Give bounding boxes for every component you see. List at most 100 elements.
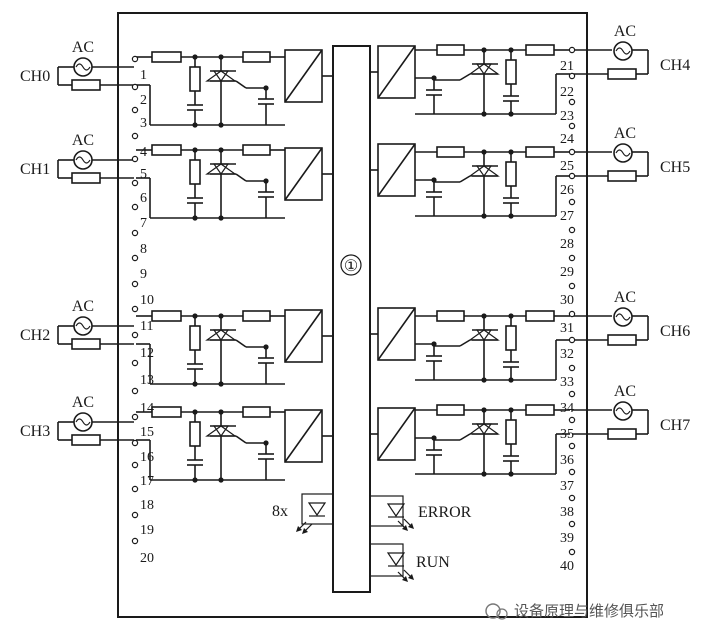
triac-icon (475, 63, 493, 76)
terminal-pin (131, 511, 139, 519)
left-channel-3: AC CH3 (20, 394, 333, 483)
terminal-number: 2 (140, 93, 147, 108)
ac-label: AC (614, 23, 636, 40)
terminal-number: 38 (560, 505, 574, 520)
terminal-pin (568, 390, 576, 398)
ac-source-icon (613, 143, 633, 163)
terminal-number: 26 (560, 183, 574, 198)
series-resistor-icon (242, 406, 271, 418)
led-indicators: 8x ERROR RUN (272, 493, 472, 582)
series-resistor-icon (525, 44, 555, 56)
ac-label: AC (72, 394, 94, 411)
series-resistor-icon (525, 310, 555, 322)
terminal-number: 21 (560, 59, 574, 74)
terminal-pin (131, 387, 139, 395)
terminal-pin (131, 439, 139, 447)
terminal-pin (568, 148, 576, 156)
terminal-pin (131, 83, 139, 91)
input-resistor-icon (71, 172, 101, 184)
terminal-pin (131, 106, 139, 114)
terminal-pin (131, 229, 139, 237)
triac-icon (475, 165, 493, 178)
error-led-label: ERROR (418, 504, 472, 521)
channel-label: CH6 (660, 323, 690, 340)
ac-label: AC (72, 298, 94, 315)
input-resistor-icon (607, 68, 637, 80)
watermark-text: 设备原理与维修俱乐部 (514, 602, 664, 620)
series-resistor-icon (151, 310, 182, 322)
terminal-number: 22 (560, 85, 574, 100)
shunt-resistor-icon (189, 421, 201, 447)
terminal-pin (131, 254, 139, 262)
terminal-number: 15 (140, 425, 154, 440)
input-resistor-icon (607, 170, 637, 182)
terminal-number: 40 (560, 559, 574, 574)
terminal-pin (131, 132, 139, 140)
terminal-number: 25 (560, 159, 574, 174)
terminal-pin (131, 203, 139, 211)
terminal-number: 33 (560, 375, 574, 390)
terminal-pin (568, 416, 576, 424)
backplane-bus (332, 45, 371, 593)
triac-icon (212, 163, 230, 176)
terminal-pin (131, 179, 139, 187)
terminal-pin (131, 537, 139, 545)
terminal-pin (568, 468, 576, 476)
input-resistor-icon (71, 338, 101, 350)
terminal-number: 7 (140, 216, 147, 231)
terminal-number: 32 (560, 347, 574, 362)
watermark: 设备原理与维修俱乐部 (485, 602, 664, 620)
triac-icon (475, 329, 493, 342)
series-resistor-icon (151, 144, 182, 156)
channel-label: CH3 (20, 423, 50, 440)
channel-label: CH0 (20, 68, 50, 85)
terminal-pin (568, 98, 576, 106)
shunt-resistor-icon (189, 325, 201, 351)
series-resistor-icon (436, 310, 465, 322)
channel-label: CH1 (20, 161, 50, 178)
terminal-number: 23 (560, 109, 574, 124)
terminal-number: 5 (140, 167, 147, 182)
terminal-number: 28 (560, 237, 574, 252)
terminal-number: 13 (140, 373, 154, 388)
channel-label: CH5 (660, 159, 690, 176)
terminal-number: 27 (560, 209, 574, 224)
series-resistor-icon (242, 310, 271, 322)
shunt-resistor-icon (189, 66, 201, 92)
error-led-icon (386, 503, 406, 518)
ac-label: AC (614, 289, 636, 306)
terminal-number: 37 (560, 479, 574, 494)
terminal-number: 34 (560, 401, 574, 416)
terminal-number: 35 (560, 427, 574, 442)
terminal-pin (568, 198, 576, 206)
terminal-pin (568, 310, 576, 318)
channel-label: CH4 (660, 57, 690, 74)
terminal-pin (131, 331, 139, 339)
shunt-resistor-icon (505, 161, 517, 187)
ac-label: AC (614, 383, 636, 400)
series-resistor-icon (242, 51, 271, 63)
ac-label: AC (614, 125, 636, 142)
terminal-number: 29 (560, 265, 574, 280)
input-resistor-icon (607, 428, 637, 440)
shunt-resistor-icon (505, 59, 517, 85)
wechat-icon (485, 603, 501, 619)
terminal-number: 20 (140, 551, 154, 566)
terminal-number: 39 (560, 531, 574, 546)
terminal-number: 4 (140, 145, 147, 160)
ac-source-icon (613, 41, 633, 61)
terminal-number: 30 (560, 293, 574, 308)
channel-led-label: 8x (272, 503, 288, 520)
series-resistor-icon (436, 146, 465, 158)
right-channel-1: AC CH5 (370, 125, 690, 219)
terminal-pin (568, 364, 576, 372)
terminal-number: 11 (140, 319, 153, 334)
series-resistor-icon (242, 144, 271, 156)
input-resistor-icon (71, 79, 101, 91)
terminal-pin (568, 282, 576, 290)
